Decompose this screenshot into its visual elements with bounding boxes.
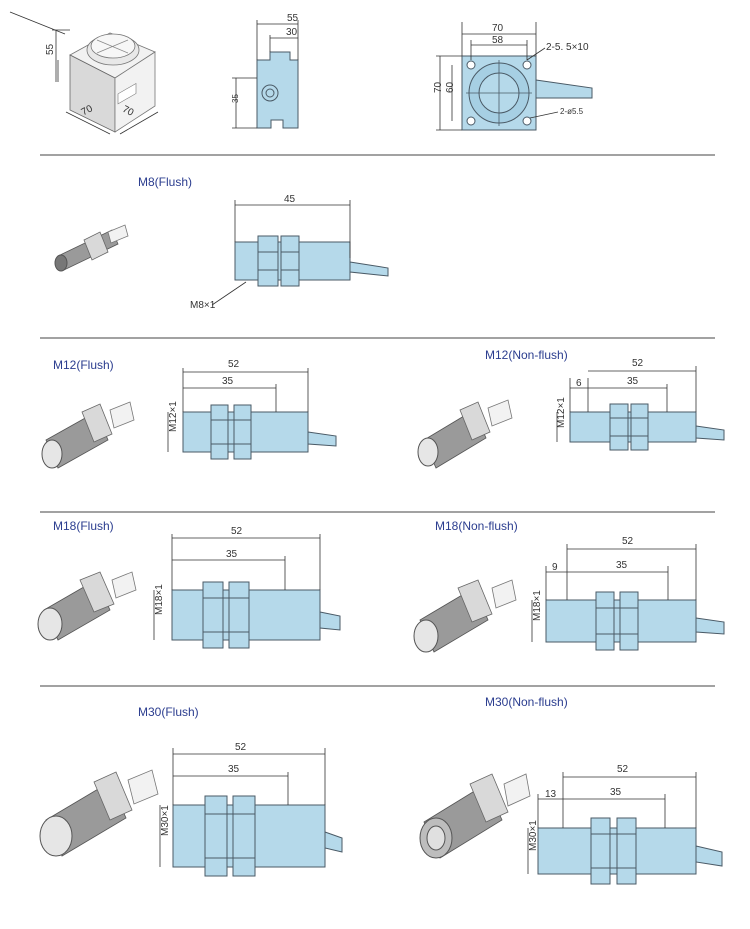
m30-flush-sensor-photo (39, 769, 159, 857)
m12-flush-thread-len-dim: 35 (222, 376, 234, 387)
m30-flush-caption: M30(Flush) (138, 705, 199, 719)
m30-nonflush-caption: M30(Non-flush) (485, 695, 568, 709)
m18-nonflush-drawing (531, 544, 725, 651)
iso-height-dim: 55 (45, 43, 56, 55)
m18-flush-caption: M18(Flush) (53, 519, 114, 533)
m18-flush-thread-label: M18×1 (154, 584, 165, 615)
m30-nonflush-offset-dim: 13 (545, 789, 557, 800)
m30-nonflush-thread-label: M30×1 (528, 820, 539, 851)
side-overall-dim: 55 (287, 13, 299, 24)
m12-nonflush-sensor-photo (417, 399, 513, 469)
iso-width-dim-1: 70 (80, 103, 95, 118)
m30-nonflush-drawing (527, 772, 723, 885)
m30-flush-thread-label: M30×1 (160, 805, 171, 836)
m12-flush-thread-label: M12×1 (168, 401, 179, 432)
m12-nonflush-thread-label: M12×1 (556, 397, 567, 428)
front-slot-dim: 2-5. 5×10 (546, 42, 589, 53)
m18-nonflush-overall-dim: 52 (622, 536, 634, 547)
m18-flush-sensor-photo (37, 571, 137, 641)
m18-nonflush-caption: M18(Non-flush) (435, 519, 518, 533)
front-hole-dim: 2-ø5.5 (560, 107, 584, 116)
front-inner-width-dim: 58 (492, 35, 504, 46)
m12-nonflush-drawing (556, 366, 725, 451)
m18-flush-thread-len-dim: 35 (226, 549, 238, 560)
m8-sensor-photo (54, 224, 129, 272)
side-height-dim: 35 (231, 94, 240, 103)
square-sensor-front-view (436, 22, 593, 131)
m8-drawing (211, 200, 389, 306)
m12-flush-drawing (167, 368, 337, 460)
m8-length-dim: 45 (284, 194, 296, 205)
m8-thread-label: M8×1 (190, 300, 216, 311)
front-outer-height-dim: 70 (433, 81, 444, 93)
m18-flush-drawing (153, 534, 341, 649)
m18-flush-overall-dim: 52 (231, 526, 243, 537)
m12-nonflush-overall-dim: 52 (632, 358, 644, 369)
m12-flush-overall-dim: 52 (228, 359, 240, 370)
m8-caption: M8(Flush) (138, 175, 192, 189)
m30-flush-drawing (159, 748, 343, 877)
front-inner-height-dim: 60 (445, 81, 456, 93)
m18-nonflush-offset-dim: 9 (552, 562, 558, 573)
m12-nonflush-offset-dim: 6 (576, 378, 582, 389)
m12-flush-sensor-photo (41, 401, 135, 469)
m18-nonflush-sensor-photo (413, 579, 517, 653)
m12-nonflush-caption: M12(Non-flush) (485, 348, 568, 362)
m30-nonflush-sensor-photo (419, 773, 531, 859)
m30-nonflush-overall-dim: 52 (617, 764, 629, 775)
side-inner-dim: 30 (286, 27, 298, 38)
front-outer-width-dim: 70 (492, 23, 504, 34)
m12-nonflush-thread-len-dim: 35 (627, 376, 639, 387)
m18-nonflush-thread-len-dim: 35 (616, 560, 628, 571)
iso-width-dim-2: 70 (120, 104, 135, 119)
m30-nonflush-thread-len-dim: 35 (610, 787, 622, 798)
square-sensor-isometric-view (9, 11, 159, 135)
square-sensor-side-view (232, 20, 299, 129)
m12-flush-caption: M12(Flush) (53, 358, 114, 372)
m30-flush-overall-dim: 52 (235, 742, 247, 753)
m30-flush-thread-len-dim: 35 (228, 764, 240, 775)
m18-nonflush-thread-label: M18×1 (532, 590, 543, 621)
